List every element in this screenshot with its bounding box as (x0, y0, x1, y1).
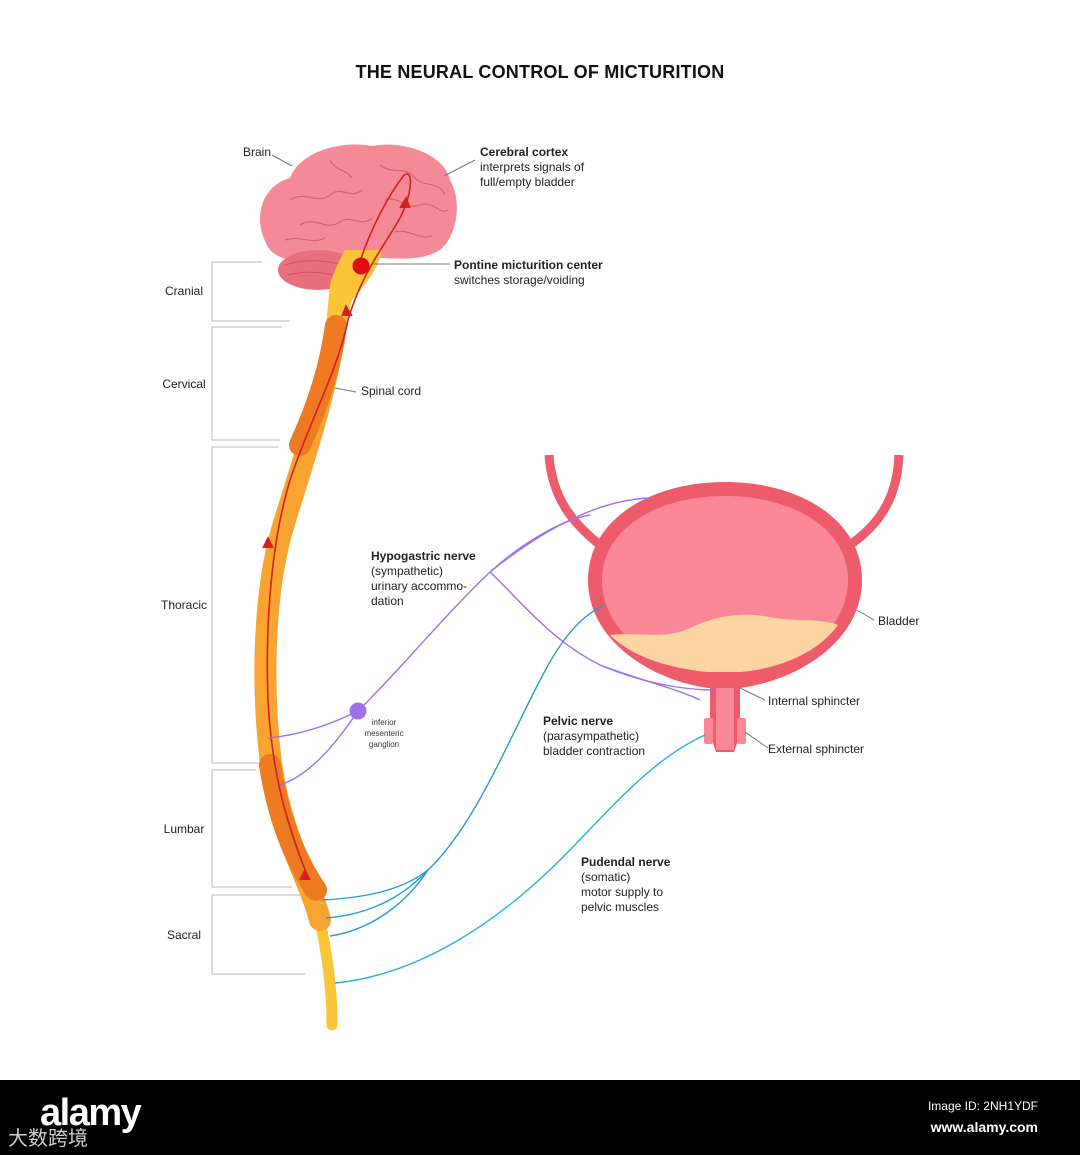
leader-lines (271, 154, 875, 749)
region-label-sacral: Sacral (166, 928, 201, 942)
hypogastric-desc-2: urinary accommo- (371, 579, 468, 593)
pelvic-desc-2: bladder contraction (543, 744, 646, 758)
pontine-center-dot (352, 257, 370, 275)
region-label-lumbar: Lumbar (163, 822, 205, 836)
bladder-illustration (544, 454, 904, 752)
region-label-thoracic: Thoracic (160, 598, 207, 612)
alamy-logo[interactable]: alamy (40, 1092, 142, 1134)
hypogastric-desc-1: (sympathetic) (371, 564, 444, 578)
bracket-lumbar (211, 769, 292, 888)
micturition-diagram (211, 144, 904, 1031)
bracket-cervical (211, 326, 282, 441)
ganglion-line-2: mesenteric (364, 729, 404, 738)
cortex-desc-2: full/empty bladder (480, 175, 575, 189)
internal-sphincter-label: Internal sphincter (768, 694, 861, 708)
urine-fill (610, 614, 838, 672)
external-sphincter-label: External sphincter (768, 742, 865, 756)
brain-label: Brain (243, 145, 272, 159)
region-label-cranial: Cranial (164, 284, 203, 298)
right-ureter (847, 454, 904, 549)
left-ureter (544, 454, 603, 549)
page-title: THE NEURAL CONTROL OF MICTURITION (355, 62, 725, 82)
image-id: Image ID: 2NH1YDF (927, 1099, 1038, 1113)
spinal-cord-label: Spinal cord (361, 384, 422, 398)
cortex-title: Cerebral cortex (480, 145, 569, 159)
pelvic-nerve (321, 604, 606, 937)
pudendal-desc-3: pelvic muscles (581, 900, 660, 914)
pontine-annotation: Pontine micturition center switches stor… (454, 258, 603, 288)
spinal-cord-illustration (254, 315, 347, 1031)
region-label-cervical: Cervical (162, 377, 206, 391)
cortex-desc-1: interprets signals of (480, 160, 585, 174)
region-brackets (211, 261, 305, 975)
ganglion-annotation: inferior mesenteric ganglion (356, 717, 412, 750)
pudendal-title: Pudendal nerve (581, 855, 671, 869)
brain-gyri (284, 159, 449, 242)
hypogastric-title: Hypogastric nerve (371, 549, 476, 563)
footer-bar (0, 1080, 1080, 1155)
hypogastric-annotation: Hypogastric nerve (sympathetic) urinary … (371, 549, 476, 609)
ganglion-line-3: ganglion (368, 740, 400, 749)
cortex-annotation: Cerebral cortex interprets signals of fu… (480, 145, 584, 190)
hypogastric-nerve (267, 497, 716, 786)
pudendal-nerve (334, 734, 706, 984)
pontine-title: Pontine micturition center (454, 258, 603, 272)
external-sphincter-right (737, 718, 746, 744)
cerebrum-shape (260, 144, 457, 261)
bracket-cranial (211, 261, 290, 322)
pudendal-desc-1: (somatic) (581, 870, 631, 884)
pelvic-desc-1: (parasympathetic) (543, 729, 640, 743)
pudendal-annotation: Pudendal nerve (somatic) motor supply to… (581, 855, 670, 915)
signal-pathway (262, 173, 412, 881)
bracket-sacral (211, 894, 305, 975)
bracket-thoracic (211, 446, 278, 764)
pontine-desc: switches storage/voiding (454, 273, 585, 287)
pelvic-annotation: Pelvic nerve (parasympathetic) bladder c… (543, 714, 645, 759)
ganglion-dot (349, 702, 367, 720)
watermark-text: 大数跨境 (8, 1128, 88, 1150)
pudendal-desc-2: motor supply to (581, 885, 664, 899)
ganglion-line-1: inferior (371, 718, 397, 727)
bladder-label: Bladder (878, 614, 920, 628)
pelvic-title: Pelvic nerve (543, 714, 614, 728)
site-link[interactable]: www.alamy.com (930, 1119, 1038, 1135)
brain-illustration (260, 144, 457, 325)
external-sphincter-left (704, 718, 713, 744)
hypogastric-desc-3: dation (371, 594, 404, 608)
